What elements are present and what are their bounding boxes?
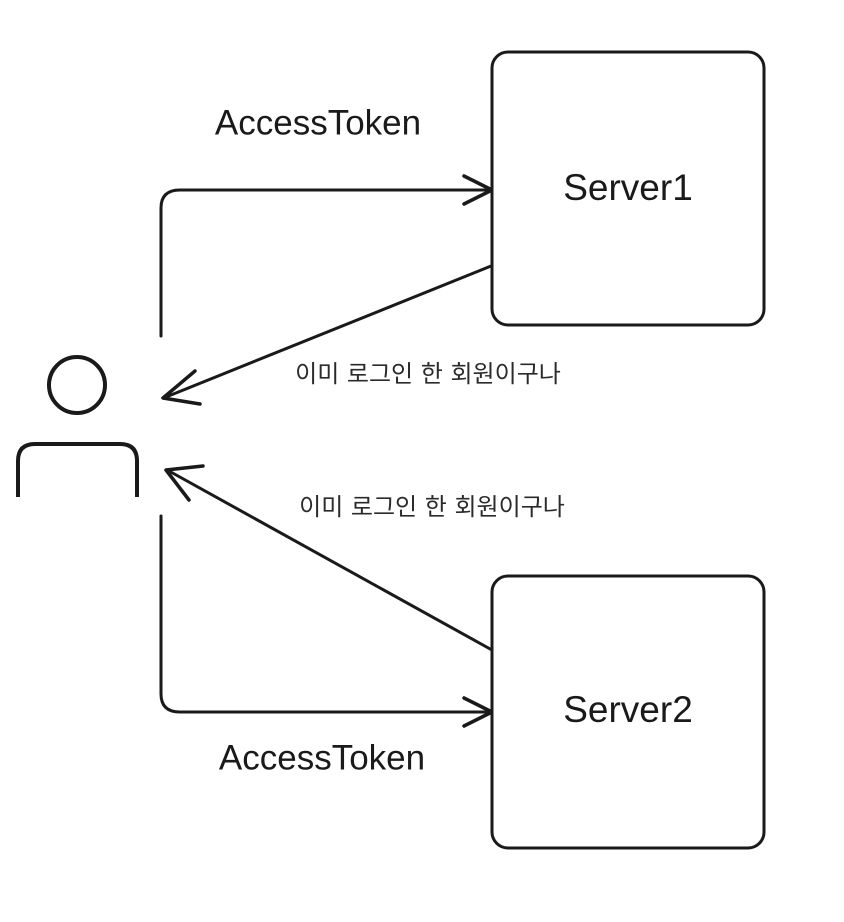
node-server2[interactable]: Server2 bbox=[490, 574, 766, 850]
person-body-icon bbox=[16, 442, 139, 497]
edge-label-korean-bottom: 이미 로그인 한 회원이구나 bbox=[299, 493, 565, 521]
edge-server1-to-user bbox=[161, 260, 503, 406]
node-server1-box[interactable] bbox=[490, 50, 766, 327]
node-server1[interactable]: Server1 bbox=[490, 50, 766, 327]
edge-user-to-server2-path bbox=[159, 514, 492, 714]
person-icon bbox=[16, 355, 139, 497]
edge-user-to-server1-path bbox=[159, 188, 492, 338]
edge-server2-to-user bbox=[164, 464, 503, 657]
edge-label-korean-top: 이미 로그인 한 회원이구나 bbox=[295, 360, 561, 388]
person-head-icon bbox=[47, 355, 107, 415]
node-server1-label: Server1 bbox=[563, 167, 693, 208]
node-server2-box[interactable] bbox=[490, 574, 766, 850]
edge-user-to-server1 bbox=[159, 174, 494, 338]
edge-server1-to-user-arrowhead bbox=[161, 369, 202, 406]
edge-label-accesstoken-bottom: AccessToken bbox=[219, 738, 425, 777]
edge-server1-to-user-path bbox=[164, 260, 503, 399]
edge-server2-to-user-path bbox=[167, 469, 503, 657]
edge-label-accesstoken-top: AccessToken bbox=[215, 103, 421, 142]
node-server2-label: Server2 bbox=[563, 689, 693, 730]
edge-server2-to-user-arrowhead bbox=[164, 464, 205, 502]
